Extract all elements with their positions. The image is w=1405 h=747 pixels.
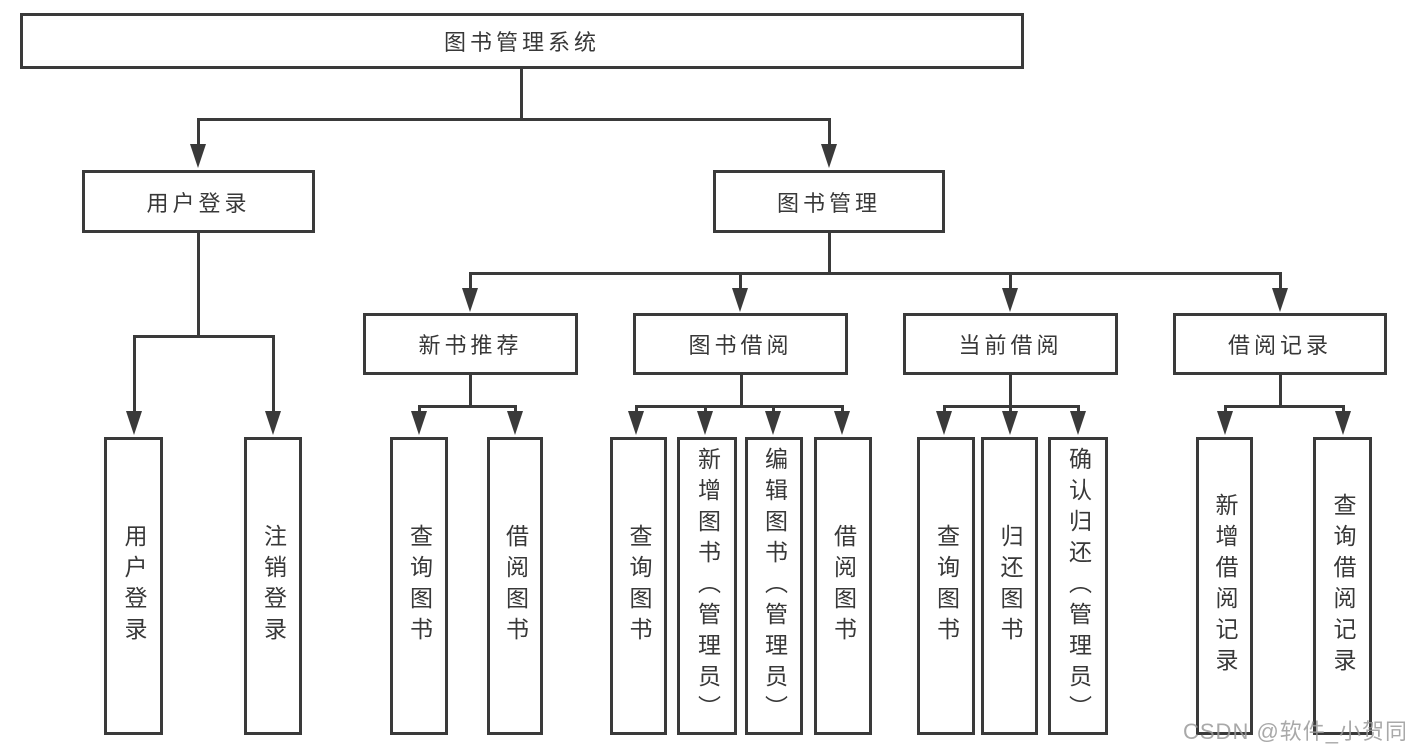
- connector: [772, 405, 775, 413]
- leaf-add-borrow-record: 新增借阅记录: [1196, 437, 1253, 735]
- connector: [635, 405, 843, 408]
- node-new-book-recommend: 新书推荐: [363, 313, 578, 375]
- connector: [1224, 405, 1227, 413]
- connector: [272, 335, 275, 413]
- leaf-bor-edit-book-admin-label: 编辑图书（管理员）: [761, 446, 788, 726]
- leaf-bor-edit-book-admin: 编辑图书（管理员）: [745, 437, 803, 735]
- connector: [197, 118, 831, 121]
- leaf-cur-query-book: 查询图书: [917, 437, 975, 735]
- node-book-management-label: 图书管理: [776, 190, 881, 216]
- node-current-borrow: 当前借阅: [903, 313, 1118, 375]
- leaf-query-borrow-record: 查询借阅记录: [1313, 437, 1372, 735]
- connector: [520, 69, 523, 118]
- connector: [197, 233, 200, 335]
- node-book-borrow: 图书借阅: [633, 313, 848, 375]
- leaf-bor-add-book-admin: 新增图书（管理员）: [677, 437, 737, 735]
- arrow-down-icon: [697, 411, 713, 435]
- arrow-down-icon: [1002, 288, 1018, 312]
- arrow-down-icon: [1335, 411, 1351, 435]
- connector: [1224, 405, 1344, 408]
- node-book-management: 图书管理: [713, 170, 945, 233]
- connector: [514, 405, 517, 413]
- connector: [418, 405, 421, 413]
- leaf-bor-add-book-admin-label: 新增图书（管理员）: [694, 446, 721, 726]
- arrow-down-icon: [732, 288, 748, 312]
- arrow-down-icon: [936, 411, 952, 435]
- node-book-borrow-label: 图书借阅: [688, 333, 793, 358]
- leaf-cur-confirm-return-admin-label: 确认归还（管理员）: [1065, 446, 1092, 726]
- arrow-down-icon: [1217, 411, 1233, 435]
- connector: [418, 405, 517, 408]
- arrow-down-icon: [126, 411, 142, 435]
- arrow-down-icon: [190, 144, 206, 168]
- connector: [1279, 375, 1282, 405]
- node-user-login: 用户登录: [82, 170, 315, 233]
- connector: [1009, 405, 1012, 413]
- leaf-cur-query-book-label: 查询图书: [933, 524, 960, 648]
- node-user-login-label: 用户登录: [146, 190, 251, 216]
- arrow-down-icon: [628, 411, 644, 435]
- connector: [469, 272, 472, 290]
- arrow-down-icon: [411, 411, 427, 435]
- node-borrow-records-label: 借阅记录: [1227, 333, 1332, 358]
- leaf-add-borrow-record-label: 新增借阅记录: [1212, 493, 1238, 679]
- leaf-cur-confirm-return-admin: 确认归还（管理员）: [1048, 437, 1108, 735]
- leaf-bor-borrow-book: 借阅图书: [814, 437, 872, 735]
- arrow-down-icon: [765, 411, 781, 435]
- connector: [1279, 272, 1282, 290]
- connector: [740, 375, 743, 405]
- leaf-logout-label: 注销登录: [260, 524, 287, 648]
- connector: [133, 335, 136, 413]
- leaf-rec-borrow-book: 借阅图书: [487, 437, 543, 735]
- node-borrow-records: 借阅记录: [1173, 313, 1387, 375]
- leaf-cur-return-book-label: 归还图书: [997, 524, 1023, 648]
- arrow-down-icon: [265, 411, 281, 435]
- leaf-query-borrow-record-label: 查询借阅记录: [1330, 493, 1356, 679]
- connector: [469, 375, 472, 405]
- connector: [943, 405, 946, 413]
- arrow-down-icon: [462, 288, 478, 312]
- connector: [841, 405, 844, 413]
- connector: [635, 405, 638, 413]
- connector: [1077, 405, 1080, 413]
- arrow-down-icon: [1070, 411, 1086, 435]
- connector: [197, 118, 200, 146]
- node-root: 图书管理系统: [20, 13, 1024, 69]
- connector: [704, 405, 707, 413]
- connector: [739, 272, 742, 290]
- leaf-logout: 注销登录: [244, 437, 302, 735]
- arrow-down-icon: [507, 411, 523, 435]
- leaf-cur-return-book: 归还图书: [981, 437, 1038, 735]
- csdn-watermark: CSDN @软件_小贺同学: [1183, 719, 1405, 744]
- leaf-bor-query-book-label: 查询图书: [626, 524, 652, 648]
- node-current-borrow-label: 当前借阅: [958, 333, 1063, 358]
- node-root-label: 图书管理系统: [443, 30, 600, 55]
- node-new-book-recommend-label: 新书推荐: [418, 333, 523, 358]
- leaf-user-login-label: 用户登录: [121, 524, 147, 648]
- leaf-bor-borrow-book-label: 借阅图书: [830, 524, 857, 648]
- connector: [1009, 375, 1012, 405]
- leaf-rec-query-book-label: 查询图书: [406, 524, 433, 648]
- connector: [469, 272, 1282, 275]
- arrow-down-icon: [1272, 288, 1288, 312]
- connector: [1009, 272, 1012, 290]
- arrow-down-icon: [834, 411, 850, 435]
- leaf-bor-query-book: 查询图书: [610, 437, 667, 735]
- arrow-down-icon: [821, 144, 837, 168]
- connector: [828, 233, 831, 272]
- connector: [828, 118, 831, 146]
- connector: [1342, 405, 1345, 413]
- leaf-rec-query-book: 查询图书: [390, 437, 448, 735]
- leaf-user-login: 用户登录: [104, 437, 163, 735]
- connector: [133, 335, 274, 338]
- leaf-rec-borrow-book-label: 借阅图书: [502, 524, 529, 648]
- arrow-down-icon: [1002, 411, 1018, 435]
